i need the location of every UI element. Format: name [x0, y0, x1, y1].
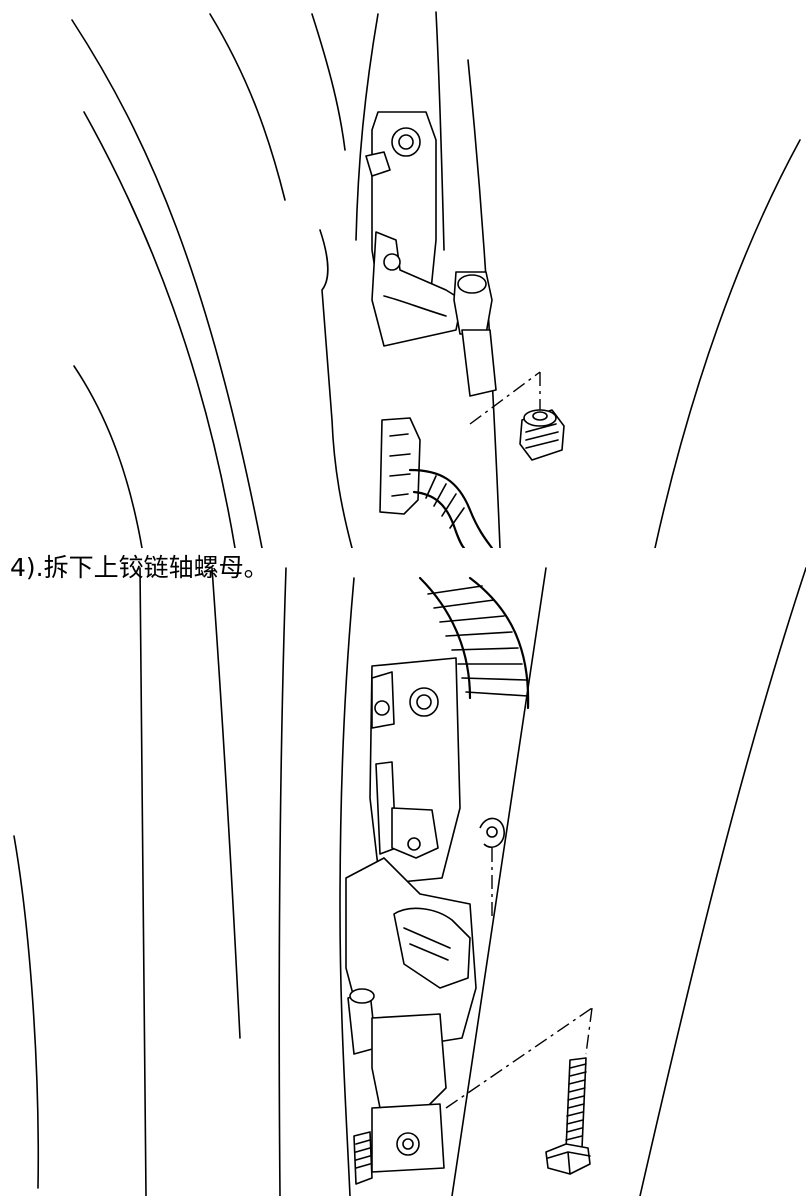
door-outline-curve: [467, 59, 501, 548]
hinge-pin-nut: [519, 409, 565, 461]
hinge-pin-boss-top: [349, 988, 375, 1004]
corrugated-harness-ribs: [427, 585, 529, 697]
door-outline-curve: [355, 13, 379, 241]
bracket-bolt-side: [365, 151, 391, 177]
door-check-grommet: [379, 417, 421, 515]
door-outline-curve: [209, 13, 286, 201]
spring-coil-lines: [355, 1139, 371, 1169]
body-pillar-curve: [451, 567, 547, 1196]
door-outline-curve: [435, 11, 445, 251]
bracket-bolt-head: [391, 127, 421, 157]
bracket-bolt-center: [398, 134, 414, 150]
door-panel-edge: [319, 229, 353, 548]
door-check-link: [391, 807, 439, 859]
upper-hinge-illustration: [71, 11, 801, 548]
hinge-pin-top: [457, 274, 487, 294]
bracket-bolt-center: [416, 694, 432, 710]
body-pillar-curve: [654, 139, 801, 548]
corrugated-harness: [418, 576, 472, 700]
door-outline-curve: [13, 835, 40, 1189]
pillar-bracket-tab: [371, 671, 395, 729]
hinge-pin-bolt: [545, 1057, 591, 1175]
wiring-harness: [412, 490, 466, 548]
assembly-axis-line: [445, 1007, 593, 1109]
door-panel-edge: [339, 577, 355, 1196]
lower-bracket-bolt-center: [402, 1138, 414, 1150]
door-outline-curve: [71, 19, 263, 548]
retaining-clip: [479, 817, 505, 848]
lower-hinge-arm: [393, 907, 471, 989]
hinge-arm-bolt: [383, 253, 401, 271]
lower-hinge-plate: [371, 1013, 447, 1109]
lower-hinge-illustration: [13, 567, 806, 1196]
door-outline-curve: [211, 567, 241, 1039]
bracket-bolt-head: [409, 687, 439, 717]
body-pillar-curve: [639, 567, 806, 1196]
assembly-axis-line: [585, 1007, 593, 1055]
step-caption: 4).拆下上铰链轴螺母。: [10, 548, 275, 588]
door-check-pin: [407, 837, 421, 851]
door-outline-curve: [311, 13, 346, 151]
door-outline-curve: [139, 567, 147, 1196]
tab-bolt: [374, 700, 390, 716]
wiring-harness: [408, 468, 494, 548]
door-outline-curve: [73, 365, 143, 548]
lower-bracket-bolt: [396, 1132, 420, 1156]
door-outline-curve: [83, 111, 236, 548]
hinge-lower-plate: [461, 329, 497, 397]
wiring-harness-ribs: [425, 475, 465, 529]
door-outline-curve: [278, 567, 287, 1196]
corrugated-harness: [468, 576, 530, 710]
door-check-grommet-detail: [389, 433, 411, 497]
lower-hinge-detail: [403, 927, 451, 961]
hinge-arm-detail: [383, 295, 447, 317]
